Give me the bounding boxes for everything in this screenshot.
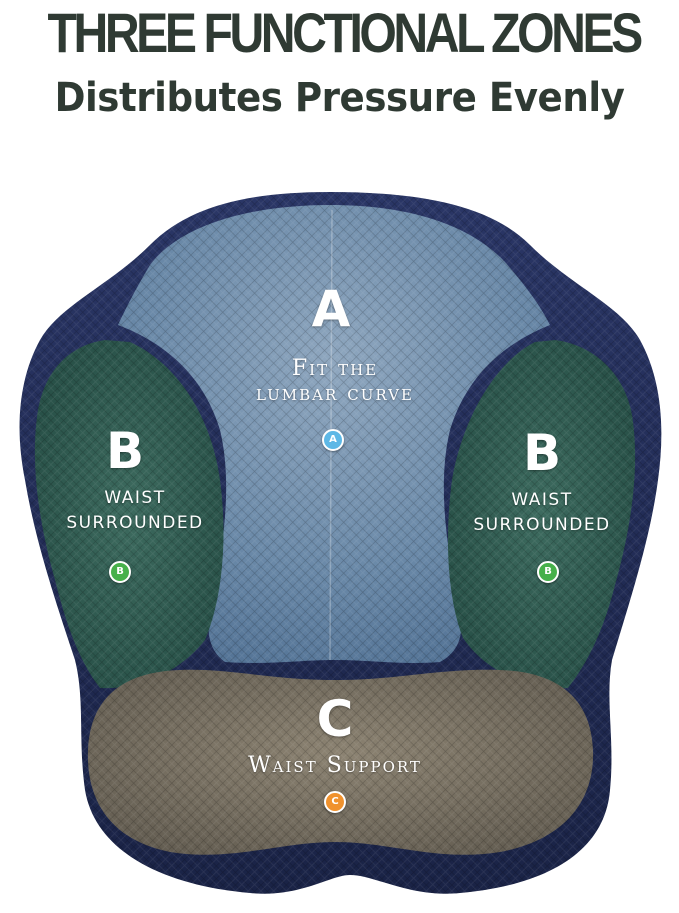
zone-b-left-letter: B: [105, 422, 145, 480]
zone-a-caption-line-1: Fit the: [291, 356, 379, 381]
zone-c-caption: Waist Support: [180, 753, 490, 778]
headline-title: THREE FUNCTIONAL ZONES: [47, 1, 644, 64]
zone-b-right-badge: B: [537, 561, 559, 583]
zone-a-caption: Fit the lumbar curve: [190, 356, 480, 406]
zone-b-right-caption-line-2: SURROUNDED: [473, 515, 611, 535]
zone-a-caption-line-2: lumbar curve: [256, 381, 414, 406]
zone-a-badge: A: [322, 429, 344, 451]
zone-b-left-caption-line-1: WAIST: [104, 488, 166, 508]
zone-b-right-caption: WAIST SURROUNDED: [457, 488, 627, 538]
zone-b-left-badge: B: [109, 561, 131, 583]
zone-c-caption-line-1: Waist Support: [248, 753, 422, 778]
zone-a-letter: A: [311, 280, 351, 338]
zone-b-right-letter: B: [522, 424, 562, 482]
zone-b-right-caption-line-1: WAIST: [511, 490, 573, 510]
headline-subtitle: Distributes Pressure Evenly: [54, 75, 625, 121]
zone-c-badge: C: [324, 791, 346, 813]
zone-b-left-caption-line-2: SURROUNDED: [66, 513, 204, 533]
zone-b-left-caption: WAIST SURROUNDED: [50, 486, 220, 536]
zone-c-letter: C: [316, 690, 354, 748]
